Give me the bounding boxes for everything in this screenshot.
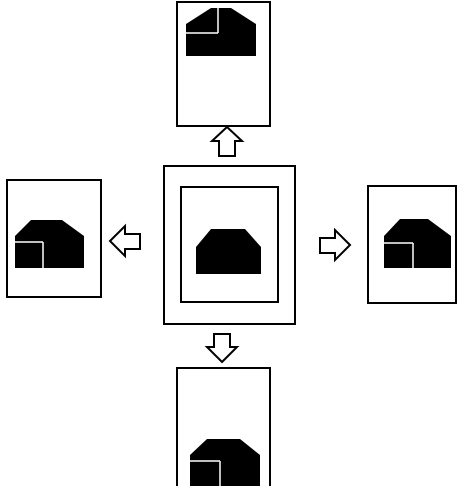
- arrow-right-icon: [319, 227, 352, 263]
- center-panel: [163, 165, 296, 325]
- right-panel: [367, 185, 457, 304]
- arrow-down-icon: [204, 333, 240, 364]
- arrow-left-icon: [108, 223, 141, 259]
- left-house-icon: [15, 220, 84, 268]
- right-house-icon: [384, 219, 451, 268]
- bottom-house-icon: [190, 439, 260, 486]
- arrow-up-icon: [209, 125, 245, 157]
- bottom-panel: [176, 367, 271, 486]
- top-panel: [176, 1, 271, 127]
- left-panel: [6, 179, 102, 298]
- center-house-icon: [196, 229, 261, 274]
- top-house-icon: [186, 8, 256, 56]
